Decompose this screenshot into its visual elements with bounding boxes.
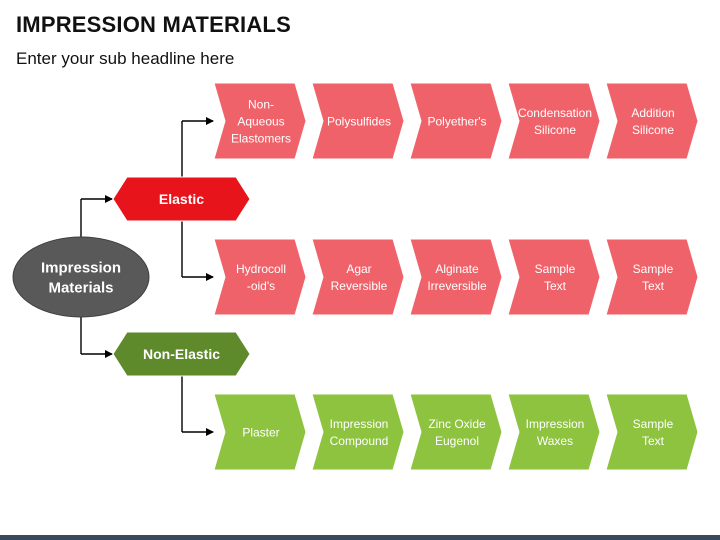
- chevron-item: Hydrocoll-oid's: [213, 238, 307, 316]
- chevron-shape: [409, 82, 503, 160]
- bottom-bar: [0, 535, 720, 540]
- root-ellipse: [12, 236, 150, 318]
- chevron-shape: [409, 393, 503, 471]
- chevron-shape: [311, 238, 405, 316]
- chevron-item: Plaster: [213, 393, 307, 471]
- chevron-shape: [311, 82, 405, 160]
- chevron-shape: [507, 238, 601, 316]
- page-subtitle: Enter your sub headline here: [16, 49, 235, 68]
- branch-non-elastic-hexagon: [112, 331, 251, 377]
- chevron-shape: [213, 238, 307, 316]
- chevron-shape: [213, 82, 307, 160]
- chevron-shape: [311, 393, 405, 471]
- chevron-label: Polysulfides: [327, 114, 391, 128]
- chevron-shape: [213, 393, 307, 471]
- chevron-shape: [507, 82, 601, 160]
- chevron-label: Polyether's: [428, 114, 487, 128]
- chevron-shape: [605, 82, 699, 160]
- chevron-shape: [507, 393, 601, 471]
- chevron-shape: [409, 238, 503, 316]
- branch-non-elastic-label: Non-Elastic: [143, 346, 220, 362]
- chevron-item: Polysulfides: [311, 82, 405, 160]
- chevron-label: Hydrocoll-oid's: [236, 262, 286, 293]
- branch-non-elastic: Non-Elastic: [112, 331, 251, 377]
- page-title: IMPRESSION MATERIALS: [16, 12, 291, 37]
- chevron-item: Polyether's: [409, 82, 503, 160]
- branch-elastic-hexagon: [112, 176, 251, 222]
- branch-elastic: Elastic: [112, 176, 251, 222]
- branch-elastic-label: Elastic: [159, 191, 204, 207]
- chevron-shape: [605, 393, 699, 471]
- chevron-shape: [605, 238, 699, 316]
- chevron-label: Plaster: [242, 425, 279, 439]
